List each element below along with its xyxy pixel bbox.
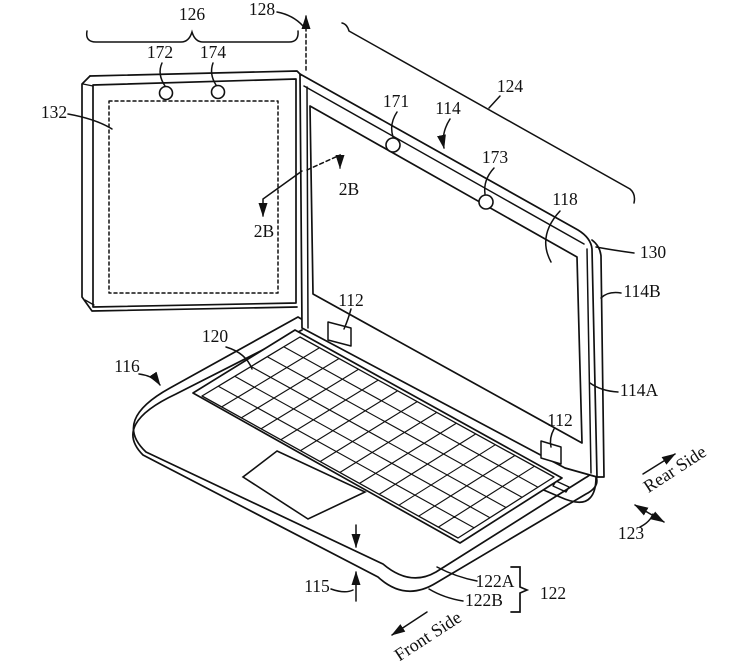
ref-label-112-right: 112: [547, 410, 573, 430]
leader-172: [159, 62, 166, 87]
cover-opening-174: [210, 84, 226, 100]
annotation-lines: [67, 11, 676, 636]
leader-118: [544, 210, 561, 263]
leader-122A: [436, 566, 478, 582]
keyboard: [192, 329, 563, 544]
trackpad: [241, 450, 367, 520]
ref-label-118: 118: [552, 189, 578, 209]
leader-123: [639, 513, 654, 528]
front-side-label: Front Side: [391, 607, 465, 661]
cover-outer-top-edge: [89, 70, 302, 77]
leader-112-right: [549, 428, 555, 448]
arrow-front-side: [391, 611, 428, 636]
display-outer-outline: [299, 73, 598, 478]
ref-label-114A: 114A: [620, 380, 659, 400]
keyboard-inner-border: [201, 336, 555, 539]
keyboard-key-lines: [218, 346, 539, 529]
base-latch-slot: [552, 480, 570, 493]
arrow-2b-solid: [258, 170, 303, 217]
ref-label-114B: 114B: [623, 281, 660, 301]
bracket-122: [510, 566, 530, 613]
ref-label-126: 126: [179, 4, 206, 24]
ref-label-116: 116: [114, 356, 140, 376]
keyboard-grid: [218, 346, 539, 529]
display-side-thickness: [591, 239, 605, 478]
cover-panel: [81, 70, 302, 312]
display-bezel-rim-top: [303, 85, 585, 245]
ref-label-114: 114: [435, 98, 461, 118]
cover-face: [92, 78, 297, 308]
cover-corner-chamfer-bottom: [84, 299, 95, 306]
leader-120: [225, 346, 253, 370]
ref-label-122: 122: [540, 583, 566, 603]
leader-174: [210, 62, 217, 86]
section-label-2b-left: 2B: [254, 221, 274, 241]
ref-label-112-left: 112: [338, 290, 364, 310]
ref-label-171: 171: [383, 91, 409, 111]
leader-173: [483, 167, 495, 195]
cover-opening-172: [158, 85, 174, 101]
ref-label-130: 130: [640, 242, 667, 262]
leader-122B: [428, 588, 464, 602]
cover-outer-left-edge: [81, 75, 298, 312]
base-rear-wall-edge: [454, 451, 597, 504]
display-panel: [299, 73, 605, 478]
arrow-2b-dashed: [306, 153, 345, 171]
leader-112-left: [343, 308, 352, 330]
ref-label-172: 172: [147, 42, 173, 62]
ref-label-174: 174: [200, 42, 227, 62]
leader-124: [488, 95, 501, 109]
ref-label-123: 123: [618, 523, 645, 543]
bezel-opening-171: [385, 137, 401, 153]
ref-label-124: 124: [497, 76, 524, 96]
ref-label-173: 173: [482, 147, 509, 167]
ref-label-122A: 122A: [476, 571, 515, 591]
arrow-116: [138, 371, 161, 386]
leader-132: [67, 113, 113, 130]
leader-115: [330, 588, 354, 593]
leader-114A: [589, 382, 619, 393]
brace-126: [85, 29, 299, 43]
leader-114B: [600, 291, 622, 299]
section-label-2b-right: 2B: [339, 179, 359, 199]
brace-124: [341, 22, 636, 204]
ref-label-115: 115: [304, 576, 330, 596]
display-left-edge-inner: [306, 86, 309, 329]
leader-128: [276, 11, 304, 27]
ref-label-132: 132: [41, 102, 67, 122]
cover-hidden-display-dashed: [108, 100, 279, 294]
bezel-opening-173: [478, 194, 494, 210]
hinge-tab-right: [540, 440, 562, 465]
leader-171: [390, 111, 398, 138]
arrow-123: [634, 504, 665, 523]
arrow-rear-side: [642, 453, 676, 475]
ref-label-120: 120: [202, 326, 229, 346]
display-bezel-rim-right: [586, 248, 592, 474]
cover-corner-chamfer-top: [82, 83, 94, 87]
ref-label-128: 128: [249, 0, 276, 19]
arrow-114: [437, 118, 451, 149]
ref-label-122B: 122B: [465, 590, 503, 610]
base-bottom-outline: [132, 329, 598, 593]
leader-130: [595, 246, 635, 254]
